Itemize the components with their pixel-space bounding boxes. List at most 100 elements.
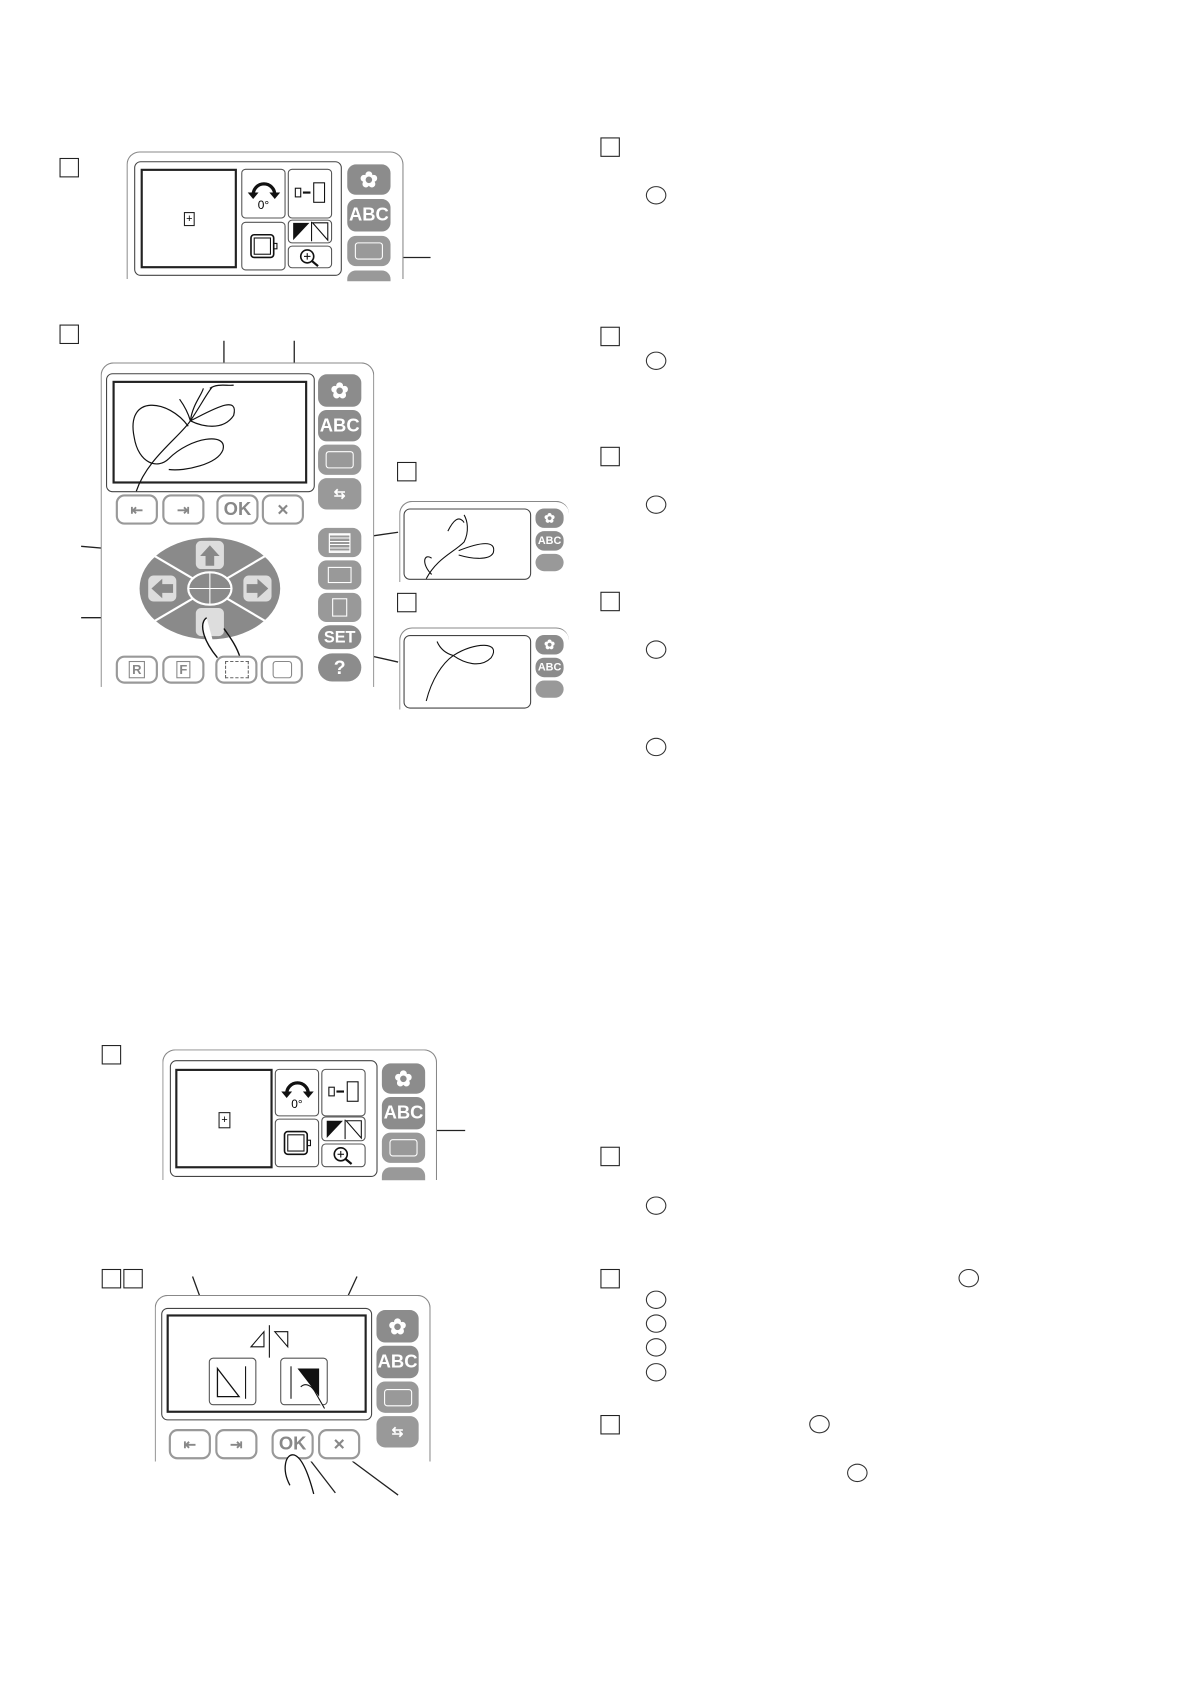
pattern-preview[interactable]: + [175,1068,273,1169]
step-box [101,1268,122,1289]
reference-circle [645,1338,667,1357]
grid-icon [328,532,351,553]
flower-icon: ✿ [544,510,555,526]
lcd-screen [161,1307,373,1421]
step-box [397,592,417,613]
usb-button[interactable] [381,1167,426,1181]
abc-button[interactable]: ABC [381,1096,426,1130]
cancel-button[interactable]: × [261,494,304,525]
step-box [600,137,620,157]
rotate-icon [247,182,280,200]
sewing-machine-icon [354,242,383,260]
reference-circle [645,640,667,659]
abc-label: ABC [319,414,360,436]
corner-icon [272,660,292,679]
flower-pattern [425,641,494,702]
step-box [59,157,79,178]
abc-label: ABC [537,661,562,674]
cancel-button[interactable]: × [318,1429,361,1460]
hoop-size-button[interactable] [287,168,333,219]
abc-button[interactable]: ABC [535,657,564,678]
abc-button[interactable]: ABC [318,410,362,442]
zoom-button[interactable] [287,245,333,269]
abc-label: ABC [348,204,389,226]
reference-circle [809,1414,830,1434]
zoom-icon [332,1146,352,1165]
page-prev-button[interactable]: ⇤ [168,1429,211,1460]
arrow-left-icon: ⇤ [130,500,144,518]
flower-pattern [132,384,235,492]
mirror-button[interactable] [287,219,333,244]
lcd-screen [403,635,532,709]
ok-button[interactable]: OK [216,494,259,525]
reference-circle [645,495,667,514]
arrow-right-icon: ⇥ [230,1435,243,1453]
ok-label: OK [223,498,252,520]
hoop-size-icon [294,182,325,203]
flower-button[interactable]: ✿ [381,1063,426,1094]
step-box [101,1045,122,1065]
abc-button[interactable]: ABC [376,1345,419,1379]
abc-button[interactable]: ABC [535,531,564,551]
folder-button[interactable] [318,560,362,590]
set-label: SET [323,627,356,647]
finger-icon [284,1454,315,1495]
machine-button[interactable] [318,444,362,475]
zoom-button[interactable] [321,1143,366,1168]
pattern-preview[interactable]: + [140,168,237,269]
flower-button[interactable]: ✿ [347,164,391,195]
flower-button[interactable]: ✿ [535,635,564,655]
delete-button[interactable] [318,592,362,623]
flower-button[interactable]: ✿ [376,1310,419,1343]
control-panel-1: + 0° ✿ ABC [126,151,404,282]
rotate-angle: 0° [291,1098,303,1112]
step-box [59,324,79,345]
reference-circle [645,186,667,205]
machine-button[interactable] [347,235,391,267]
abc-button[interactable]: ABC [347,199,391,232]
sewing-machine-icon [389,1139,418,1157]
step-box [600,446,620,467]
grid-button[interactable] [318,527,362,558]
sewing-machine-icon [383,1388,412,1406]
rotate-button[interactable]: 0° [241,168,286,219]
machine-button[interactable] [376,1381,419,1413]
machine-button[interactable] [535,553,564,572]
usb-button[interactable]: ⇆ [318,478,362,510]
page-prev-button[interactable]: ⇤ [115,494,158,525]
mirror-icon [249,1325,289,1358]
reference-circle [645,1314,667,1333]
corner-button[interactable] [260,655,303,684]
mirror-left-icon [216,1366,247,1399]
hoop-button[interactable] [274,1118,320,1168]
pattern-marker-icon: + [218,1112,231,1129]
lcd-screen: + 0° [134,161,342,276]
hoop-icon [283,1130,311,1155]
forward-button[interactable]: F [162,655,205,684]
reverse-button[interactable]: R [115,655,158,684]
rotate-button[interactable]: 0° [274,1068,320,1117]
pattern-display[interactable] [112,380,308,492]
help-button[interactable]: ? [318,653,362,682]
hoop-size-button[interactable] [321,1068,366,1117]
hoop-button[interactable] [241,221,286,271]
mirror-horizontal-button[interactable] [208,1357,257,1406]
page-next-button[interactable]: ⇥ [215,1429,258,1460]
page-next-button[interactable]: ⇥ [162,494,205,525]
usb-button[interactable] [347,270,391,282]
step-box [600,1146,620,1167]
jog-pad[interactable] [139,537,291,659]
flower-button[interactable]: ✿ [535,508,564,528]
usb-button[interactable]: ⇆ [376,1416,419,1448]
mirror-vertical-button[interactable] [280,1357,328,1409]
mirror-button[interactable] [321,1116,366,1142]
machine-button[interactable] [381,1132,426,1163]
trace-button[interactable] [215,655,258,684]
set-button[interactable]: SET [318,625,362,650]
machine-button[interactable] [535,680,564,698]
abc-label: ABC [537,534,562,547]
lcd-screen [403,508,532,580]
step-box [600,1268,620,1289]
flower-button[interactable]: ✿ [318,374,362,407]
forward-label: F [176,660,191,679]
